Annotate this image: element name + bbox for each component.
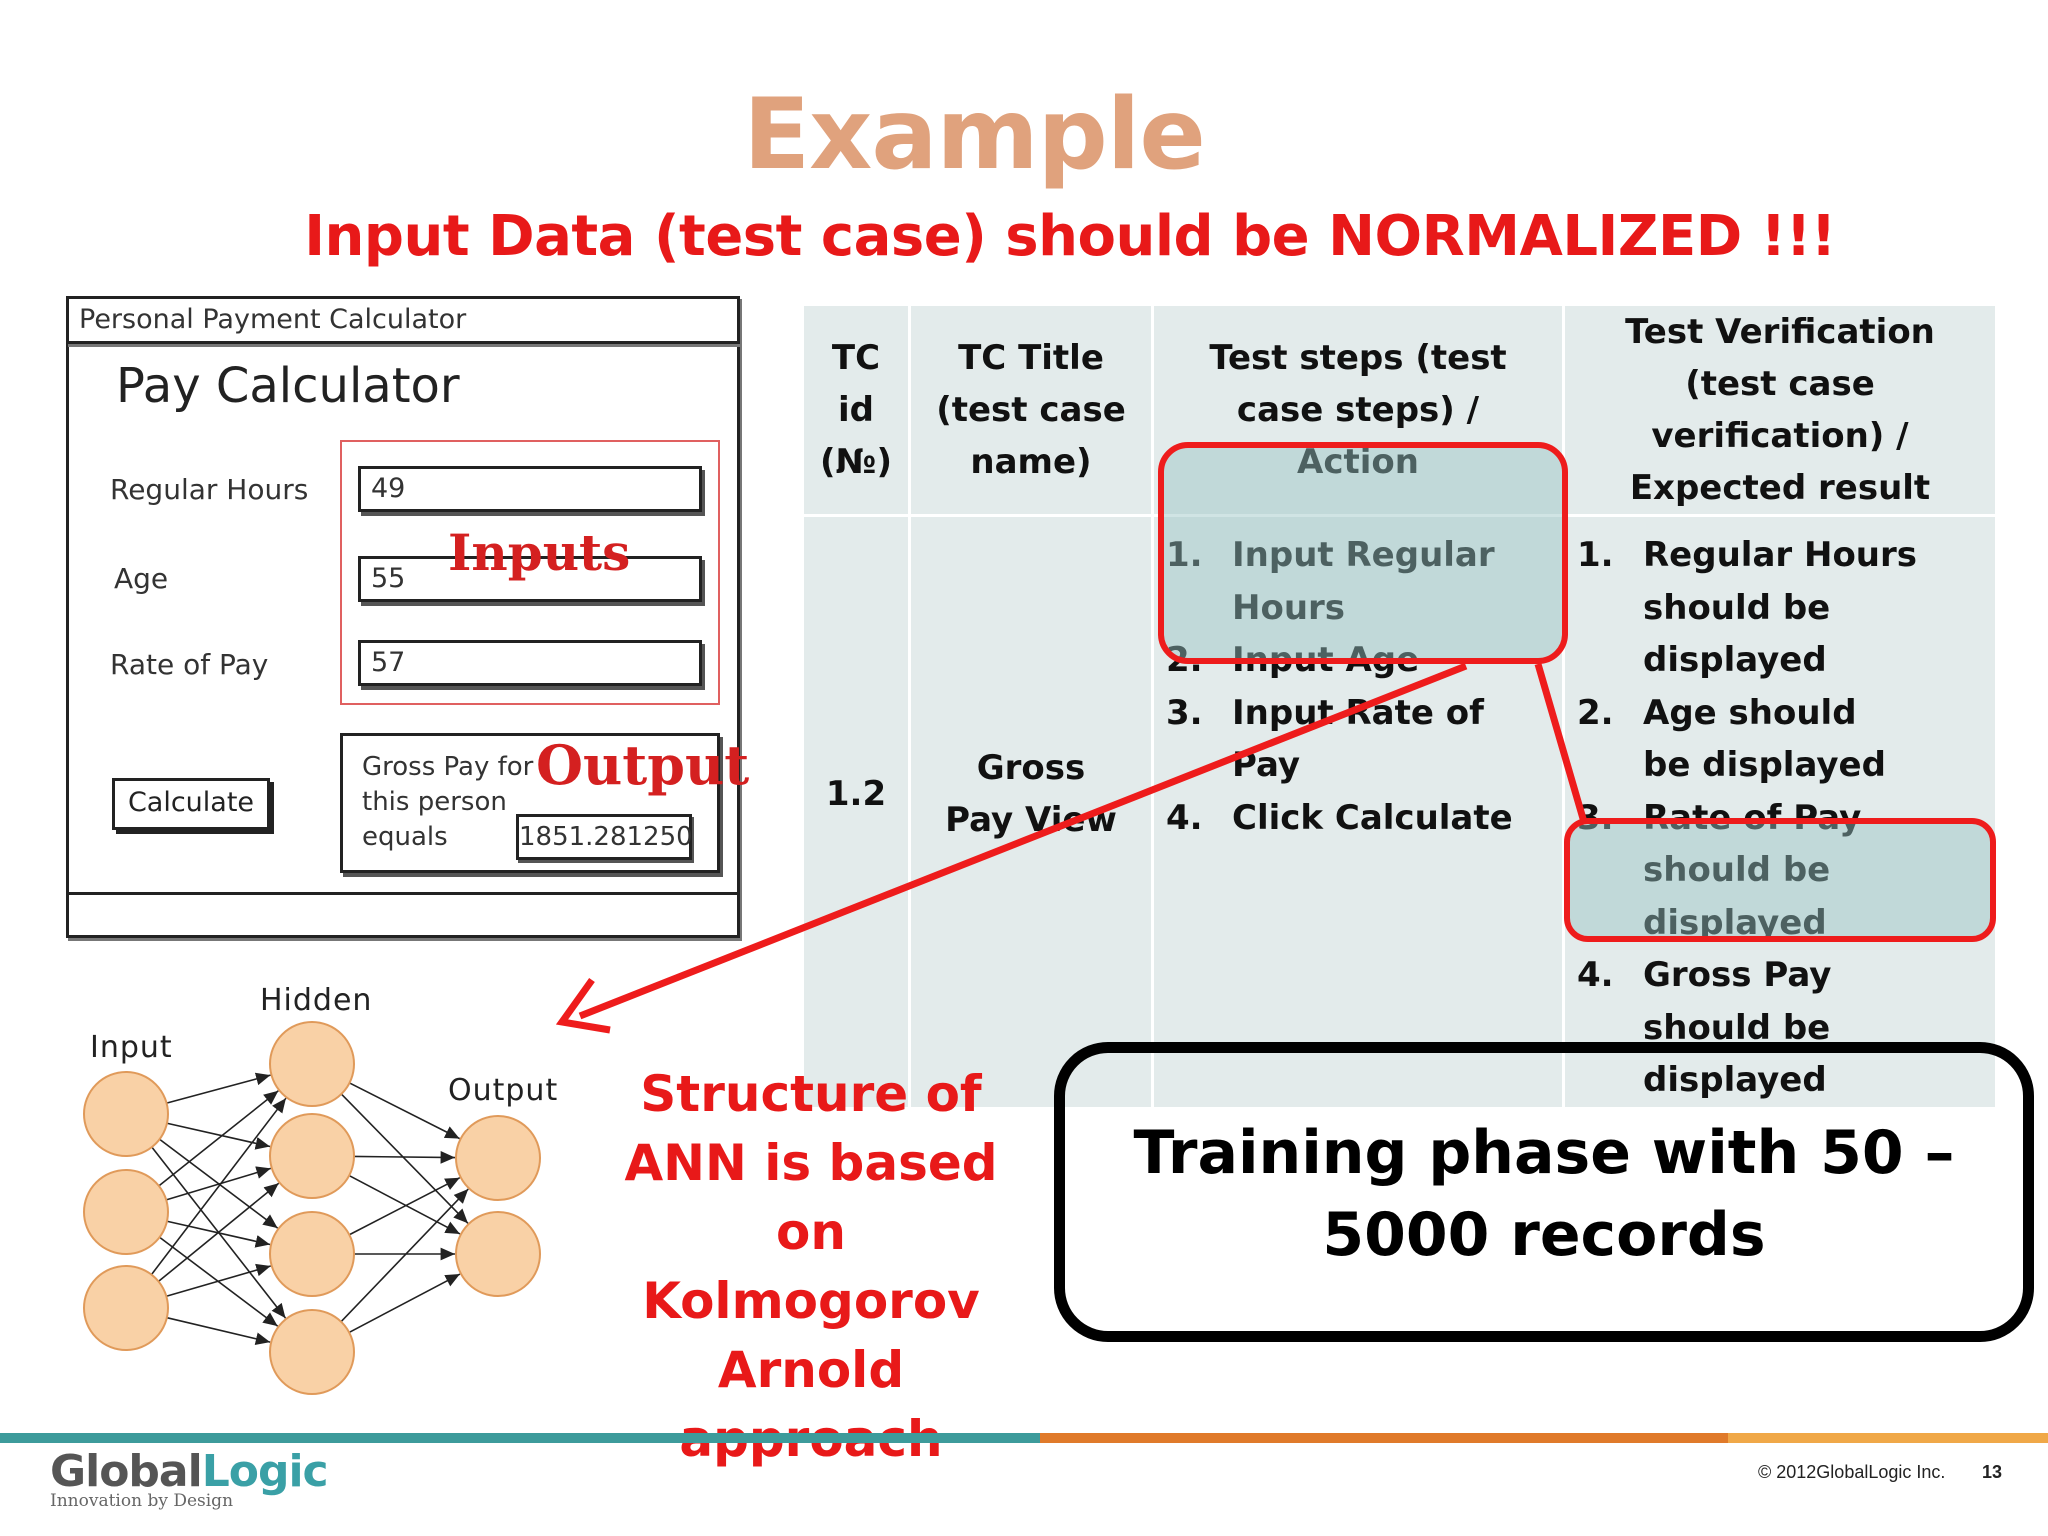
cell-tc-id: 1.2 — [804, 515, 911, 1107]
age-input[interactable]: 55 — [358, 556, 702, 602]
result-highlight — [1564, 818, 1996, 942]
header-verification: Test Verification (test case verificatio… — [1563, 306, 1995, 517]
training-phase-box — [1054, 1042, 2034, 1342]
connector-line — [1534, 663, 1588, 823]
page-number: 13 — [1982, 1462, 2003, 1482]
logo-tagline: Innovation by Design — [50, 1491, 234, 1511]
hidden-node — [269, 1113, 355, 1199]
slide-subtitle: Input Data (test case) should be NORMALI… — [304, 204, 1836, 269]
field-label-regular-hours: Regular Hours — [110, 473, 309, 506]
output-annotation: Output — [536, 733, 750, 797]
neural-network-diagram — [83, 1021, 541, 1395]
network-connection — [166, 1263, 271, 1298]
footer-bar-teal — [0, 1433, 1040, 1443]
output-value: 1851.281250 — [516, 814, 693, 860]
steps-highlight — [1158, 442, 1568, 664]
input-node — [83, 1265, 169, 1351]
list-item: 2.Age should be displayed — [1577, 692, 1886, 786]
mockup-statusbar — [66, 892, 740, 938]
network-connection — [158, 1182, 280, 1283]
inputs-annotation: Inputs — [448, 523, 631, 582]
results-list: 1.Regular Hours should be displayed 2.Ag… — [1565, 529, 1995, 1107]
mockup-window-title: Personal Payment Calculator — [79, 304, 467, 335]
network-connection — [166, 1122, 271, 1150]
network-hidden-label: Hidden — [260, 983, 373, 1018]
header-tc-title: TC Title (test case name) — [909, 306, 1154, 517]
network-connection — [158, 1090, 279, 1187]
input-node — [83, 1169, 169, 1255]
network-connection — [348, 1273, 461, 1334]
training-phase-text: Training phase with 50 – 5000 records — [1133, 1118, 1955, 1270]
table-row: 1.2 Gross Pay View 1.Input Regular Hours… — [804, 515, 1996, 1107]
list-item: 4.Gross Pay should be displayed — [1577, 955, 1832, 1100]
field-label-age: Age — [114, 562, 169, 595]
ann-structure-note: Structure of ANN is based on Kolmogorov … — [624, 1065, 998, 1468]
field-label-rate-of-pay: Rate of Pay — [110, 648, 269, 681]
logo-text-logic: Logic — [201, 1446, 329, 1497]
list-item: 4.Click Calculate — [1166, 797, 1513, 838]
list-item: 1.Regular Hours should be displayed — [1577, 535, 1918, 680]
hidden-node — [269, 1211, 355, 1297]
copyright-text: © 2012GlobalLogic Inc. — [1758, 1462, 1946, 1482]
hidden-node — [269, 1309, 355, 1395]
footer-bar-amber — [1728, 1433, 2048, 1443]
input-node — [83, 1071, 169, 1157]
network-connection — [166, 1316, 271, 1346]
regular-hours-input[interactable]: 49 — [358, 466, 702, 512]
arrow-head — [555, 977, 611, 1034]
calculate-button[interactable]: Calculate — [112, 778, 270, 830]
network-connection — [340, 1093, 469, 1224]
cell-tc-title: Gross Pay View — [909, 515, 1154, 1107]
cell-test-steps: 1.Input Regular Hours 2.Input Age 3.Inpu… — [1152, 515, 1565, 1107]
mockup-heading: Pay Calculator — [116, 358, 460, 414]
network-connection — [166, 1072, 271, 1104]
list-item: 3.Rate of Pay should be displayed — [1577, 797, 1862, 943]
network-connection — [348, 1177, 461, 1236]
logo-text-global: Global — [50, 1446, 203, 1497]
output-box — [340, 733, 720, 873]
mockup-titlebar: Personal Payment Calculator — [66, 296, 740, 344]
cell-expected-results: 1.Regular Hours should be displayed 2.Ag… — [1564, 516, 1996, 1107]
network-connection — [349, 1082, 460, 1140]
network-output-label: Output — [448, 1073, 559, 1108]
header-tc-id: TC id (№) — [804, 306, 911, 517]
output-node — [455, 1211, 541, 1297]
header-test-steps: Test steps (test case steps) / Action — [1152, 306, 1565, 517]
network-input-label: Input — [90, 1030, 173, 1065]
test-case-table: TC id (№) TC Title (test case name) Test… — [804, 306, 1995, 1107]
output-node — [455, 1115, 541, 1201]
inputs-highlight-box — [340, 440, 720, 705]
rate-of-pay-input[interactable]: 57 — [358, 640, 702, 686]
list-item: 3.Input Rate of Pay — [1166, 692, 1484, 786]
output-label: Gross Pay for this person equals — [362, 752, 534, 852]
footer-bar-orange — [1040, 1433, 1728, 1443]
globallogic-logo: GlobalLogic Innovation by Design — [50, 1446, 329, 1511]
arrow-line — [578, 662, 1468, 1020]
table-header-row: TC id (№) TC Title (test case name) Test… — [804, 306, 1995, 517]
list-item: 1.Input Regular Hours — [1166, 535, 1495, 628]
network-connection — [150, 1097, 287, 1276]
network-connection — [348, 1174, 461, 1235]
hidden-node — [269, 1021, 355, 1107]
network-connection — [340, 1188, 469, 1323]
network-connection — [353, 1150, 456, 1164]
slide-title: Example — [743, 78, 1206, 192]
network-connection — [165, 1166, 272, 1201]
